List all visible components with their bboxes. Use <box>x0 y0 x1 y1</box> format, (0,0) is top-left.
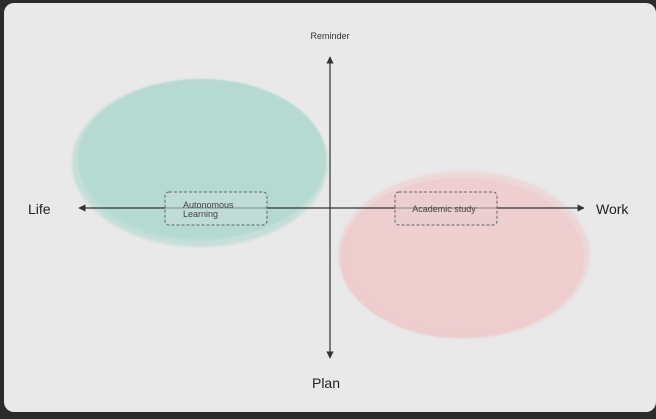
academic-study-label: Academic study <box>412 204 476 214</box>
axis-label-top: Reminder <box>310 31 349 41</box>
axis-label-right: Work <box>596 201 629 217</box>
axis-label-left: Life <box>28 201 51 217</box>
academic-study-box: Academic study <box>394 191 498 226</box>
quadrant-diagram: Reminder Plan Life Work Autonomous Learn… <box>28 31 629 391</box>
axis-label-bottom: Plan <box>312 375 340 391</box>
autonomous-learning-label-line2: Learning <box>183 209 218 219</box>
autonomous-learning-box: Autonomous Learning <box>164 191 268 226</box>
autonomous-learning-label-line1: Autonomous <box>183 200 234 210</box>
diagram-canvas: Reminder Plan Life Work Autonomous Learn… <box>4 3 656 412</box>
